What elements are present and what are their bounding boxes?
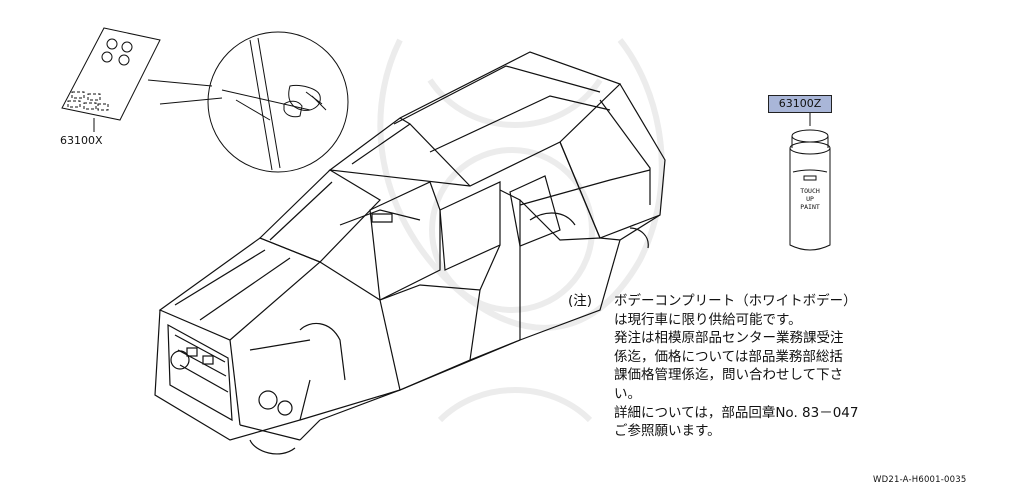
detail-circle xyxy=(207,31,349,173)
note-line: ご参照願います。 xyxy=(614,423,721,440)
can-label-line: PAINT xyxy=(800,203,820,211)
note-line: 係迄，価格については部品業務部総括 xyxy=(614,348,843,365)
note-line: は現行車に限り供給可能です。 xyxy=(614,311,802,328)
can-label-line: UP xyxy=(806,195,814,203)
label-63100x: 63100X xyxy=(60,134,103,147)
note-line: 課価格管理係迄，問い合わせして下さ xyxy=(614,367,844,384)
paint-can xyxy=(789,112,831,251)
note-marker: (注) xyxy=(568,293,593,309)
figure-code: WD21-A-H6001-0035 xyxy=(873,475,967,485)
sticker-sheet xyxy=(61,27,161,132)
vehicle-body xyxy=(154,51,666,455)
note-line: い。 xyxy=(614,385,641,402)
note-line: 発注は相模原部品センター業務課受注 xyxy=(614,330,844,347)
note-line: 詳細については，部品回章No. 83－047 xyxy=(614,404,859,421)
label-63100z: 63100Z xyxy=(768,95,832,113)
can-label-line: TOUCH xyxy=(800,187,820,195)
note-text: ボデーコンプリート（ホワイトボデー） は現行車に限り供給可能です。 発注は相模原… xyxy=(614,292,914,441)
can-label: TOUCH UP PAINT xyxy=(792,187,828,211)
note-line: ボデーコンプリート（ホワイトボデー） xyxy=(614,293,857,309)
leader-lines xyxy=(147,79,223,105)
